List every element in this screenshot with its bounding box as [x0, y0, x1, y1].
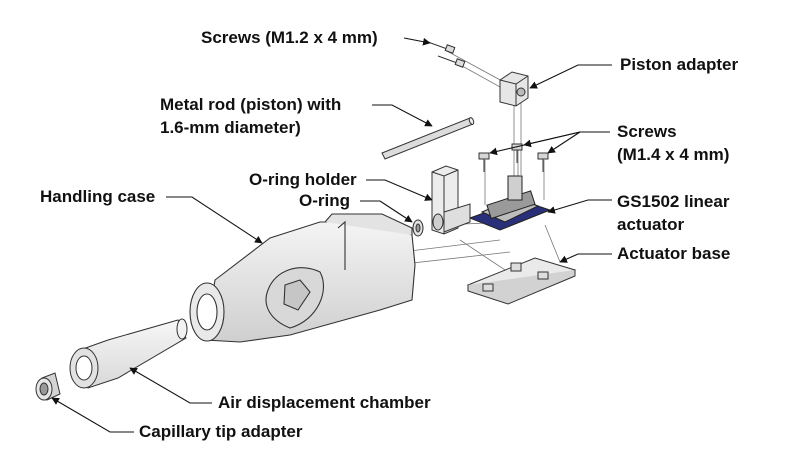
label-screws-small: Screws (M1.2 x 4 mm) [201, 28, 378, 47]
large-screws [478, 143, 549, 172]
oring-holder-part [431, 165, 471, 235]
label-actuator-base: Actuator base [617, 244, 731, 263]
leader-air-chamber [129, 367, 212, 404]
leader-screws-small [403, 37, 431, 46]
leader-capillary-adapter [51, 397, 134, 433]
small-screws [427, 41, 466, 68]
leader-metal-rod [372, 104, 433, 127]
leader-lines [51, 37, 612, 433]
label-handling-case: Handling case [40, 187, 156, 206]
label-metal-rod-line2: 1.6-mm diameter) [160, 118, 301, 137]
label-piston-adapter: Piston adapter [620, 55, 739, 74]
label-air-chamber: Air displacement chamber [218, 393, 431, 412]
leader-screws-large-1 [523, 131, 610, 148]
leader-actuator-base [559, 253, 612, 263]
actuator-base-part [466, 257, 577, 305]
label-actuator-line2: actuator [617, 215, 685, 234]
leader-piston-adapter [529, 64, 612, 89]
label-oring-holder: O-ring holder [249, 170, 357, 189]
linear-actuator-part [468, 175, 552, 231]
label-metal-rod-line1: Metal rod (piston) with [160, 95, 342, 114]
leader-screws-large-2 [489, 131, 581, 156]
oring-part [412, 219, 424, 237]
label-screws-large-line1: Screws [617, 122, 677, 141]
label-actuator-line1: GS1502 linear [617, 192, 730, 211]
leader-oring [360, 200, 413, 223]
label-screws-large-line2: (M1.4 x 4 mm) [617, 145, 730, 164]
air-chamber-part [69, 318, 188, 389]
leader-oring-holder [366, 179, 433, 201]
label-oring: O-ring [299, 191, 350, 210]
label-capillary-adapter: Capillary tip adapter [139, 422, 303, 441]
capillary-tip-adapter-part [35, 372, 61, 401]
metal-rod-part [381, 117, 475, 160]
handling-case-part [189, 213, 416, 343]
leader-handling-case [166, 196, 263, 244]
piston-adapter-part [499, 71, 529, 107]
leader-screws-large-3 [547, 131, 581, 154]
leader-actuator [547, 199, 612, 214]
